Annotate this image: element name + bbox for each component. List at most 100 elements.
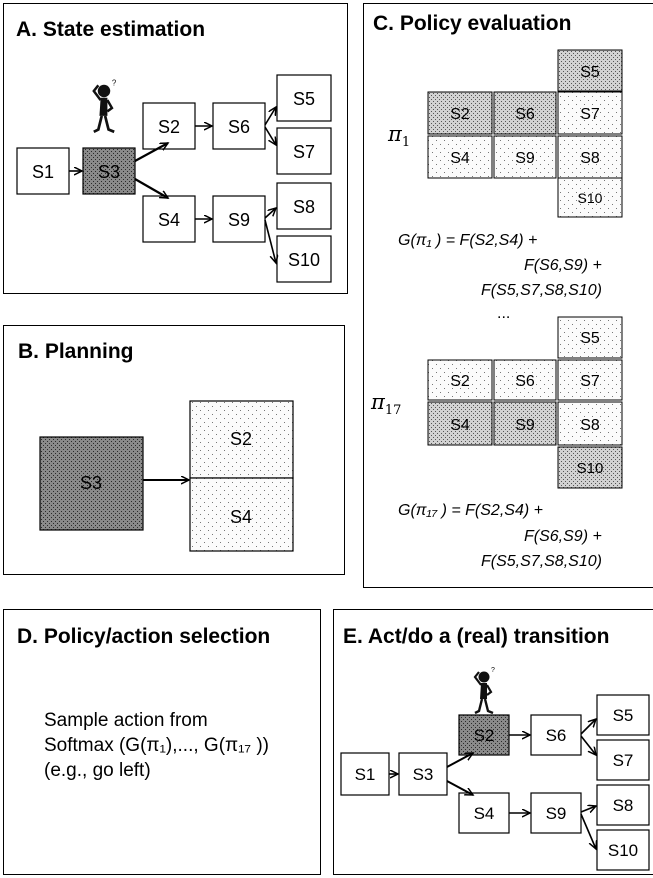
cell-label-s5-p17: S5 (580, 330, 600, 347)
panel-a-title: A. State estimation (16, 18, 206, 41)
action-selection-line-1: Sample action from (44, 710, 208, 731)
state-label-s2: S2 (473, 726, 494, 745)
cell-s6-p17 (493, 359, 556, 400)
policy-17-label: π17 (371, 390, 401, 418)
policy-17-symbol: π (371, 390, 385, 414)
state-s5 (275, 73, 332, 122)
policy-1-grid: S5 S2 S6 S7 S4 S9 S8 S10 S5 S2 S6 S7 S4 … (427, 49, 622, 488)
policy-1-label: π1 (388, 122, 410, 150)
state-s9 (529, 791, 582, 834)
state-s2-option (188, 399, 294, 479)
state-label-s7: S7 (612, 751, 633, 770)
cell-s4 (427, 135, 492, 178)
action-selection-line-2: Softmax (G(π₁),..., G(π₁₇ )) (44, 735, 270, 756)
state-label-s4: S4 (229, 507, 251, 527)
state-label-s6: S6 (227, 117, 249, 137)
cell-s2 (427, 91, 492, 134)
panel-act-transition: E. Act/do a (real) transition S1 S3 S2 S… (333, 609, 653, 875)
thinker-figure-icon (473, 665, 496, 714)
policy-1-formula-line-2: F(S6,S9) + (524, 257, 602, 274)
policy-17-formula-line-1: G(π₁₇ ) = F(S2,S4) + (398, 502, 543, 519)
cell-label-s6-p17: S6 (515, 373, 535, 390)
state-s3 (397, 751, 448, 796)
arrow-s6-s7 (263, 126, 276, 145)
state-graph-e: S1 S3 S2 S4 S6 S9 S5 S7 S8 S10 (339, 665, 650, 871)
action-selection-text: Sample action from Softmax (G(π₁),..., G… (44, 708, 269, 783)
cell-s8-p17 (557, 401, 622, 445)
state-s2-current (457, 713, 510, 756)
panel-b-title: B. Planning (18, 340, 134, 363)
state-label-s3: S3 (79, 473, 101, 493)
state-label-s1: S1 (354, 765, 375, 784)
policy-ellipsis: ... (497, 305, 511, 322)
policy-1-formula-line-3: F(S5,S7,S8,S10) (481, 282, 602, 299)
state-label-s9: S9 (545, 804, 566, 823)
arrow-s3-s2 (133, 141, 168, 162)
arrow-s9-s8 (580, 806, 596, 812)
action-selection-line-3: (e.g., go left) (44, 760, 151, 781)
policy-1-formula-line-1: G(π₁ ) = F(S2,S4) + (398, 232, 538, 249)
policy-1-symbol: π (388, 122, 402, 146)
panel-policy-evaluation: C. Policy evaluation S5 S2 S6 S7 S4 S9 S… (363, 3, 653, 588)
panel-d-title: D. Policy/action selection (17, 625, 271, 648)
state-s6 (529, 713, 582, 756)
state-label-s2: S2 (229, 429, 251, 449)
cell-label-s8-p17: S8 (580, 417, 600, 434)
arrow-s6-s5 (263, 107, 276, 125)
cell-s5 (557, 49, 622, 91)
cell-label-s9: S9 (515, 150, 535, 167)
cell-label-s7-p17: S7 (580, 373, 600, 390)
state-label-s1: S1 (31, 162, 53, 182)
cell-s9-p17 (493, 401, 556, 445)
policy-17-subscript: 17 (384, 403, 402, 419)
policy-1-subscript: 1 (401, 135, 411, 151)
thinker-figure-icon (91, 77, 118, 133)
state-label-s3: S3 (97, 162, 119, 182)
state-s7 (595, 738, 650, 781)
state-s7 (275, 126, 332, 175)
cell-s5-p17 (557, 316, 622, 358)
arrow-s3-s4 (446, 779, 473, 796)
state-label-s5: S5 (292, 89, 314, 109)
state-label-s8: S8 (612, 796, 633, 815)
state-graph-a: S1 S3 S2 S4 S6 S9 S5 S7 S8 S10 (15, 73, 332, 283)
state-label-s4: S4 (473, 804, 494, 823)
state-s3-current (38, 435, 144, 531)
state-label-s4: S4 (157, 210, 179, 230)
arrow-s9-s8 (263, 208, 276, 219)
state-s1 (339, 751, 390, 796)
state-s10 (595, 828, 650, 871)
cell-label-s6: S6 (515, 106, 535, 123)
state-s5 (595, 693, 650, 736)
state-s10 (275, 234, 332, 283)
cell-s10-p17 (557, 446, 622, 488)
panel-state-estimation: A. State estimation S1 S3 S2 S4 S6 S9 S5… (3, 3, 348, 294)
cell-label-s2: S2 (450, 106, 470, 123)
planning-graph: S3 S2 S4 (38, 399, 294, 552)
state-label-s2: S2 (157, 117, 179, 137)
state-s4-option (188, 476, 294, 552)
arrow-s3-s2 (446, 751, 473, 768)
cell-label-s4: S4 (450, 150, 470, 167)
policy-17-formula-line-3: F(S5,S7,S8,S10) (481, 553, 602, 570)
panel-policy-action-selection: D. Policy/action selection Sample action… (3, 609, 321, 875)
state-label-s10: S10 (607, 841, 637, 860)
state-s3-current (81, 146, 136, 195)
cell-s2-p17 (427, 359, 492, 400)
policy-17-formula-line-2: F(S6,S9) + (524, 528, 602, 545)
state-s4 (457, 791, 510, 834)
arrow-s6-s7 (579, 735, 596, 755)
cell-s7 (557, 91, 622, 134)
state-label-s8: S8 (292, 197, 314, 217)
cell-label-s2-p17: S2 (450, 373, 470, 390)
cell-label-s4-p17: S4 (450, 417, 470, 434)
cell-s7-p17 (557, 359, 622, 400)
cell-label-s9-p17: S9 (515, 417, 535, 434)
cell-s4-p17 (427, 401, 492, 445)
panel-c-title: C. Policy evaluation (373, 12, 572, 35)
cell-s9 (493, 135, 556, 178)
state-label-s5: S5 (612, 706, 633, 725)
cell-s10 (557, 177, 622, 217)
state-label-s7: S7 (292, 142, 314, 162)
arrow-s9-s10 (263, 219, 276, 263)
